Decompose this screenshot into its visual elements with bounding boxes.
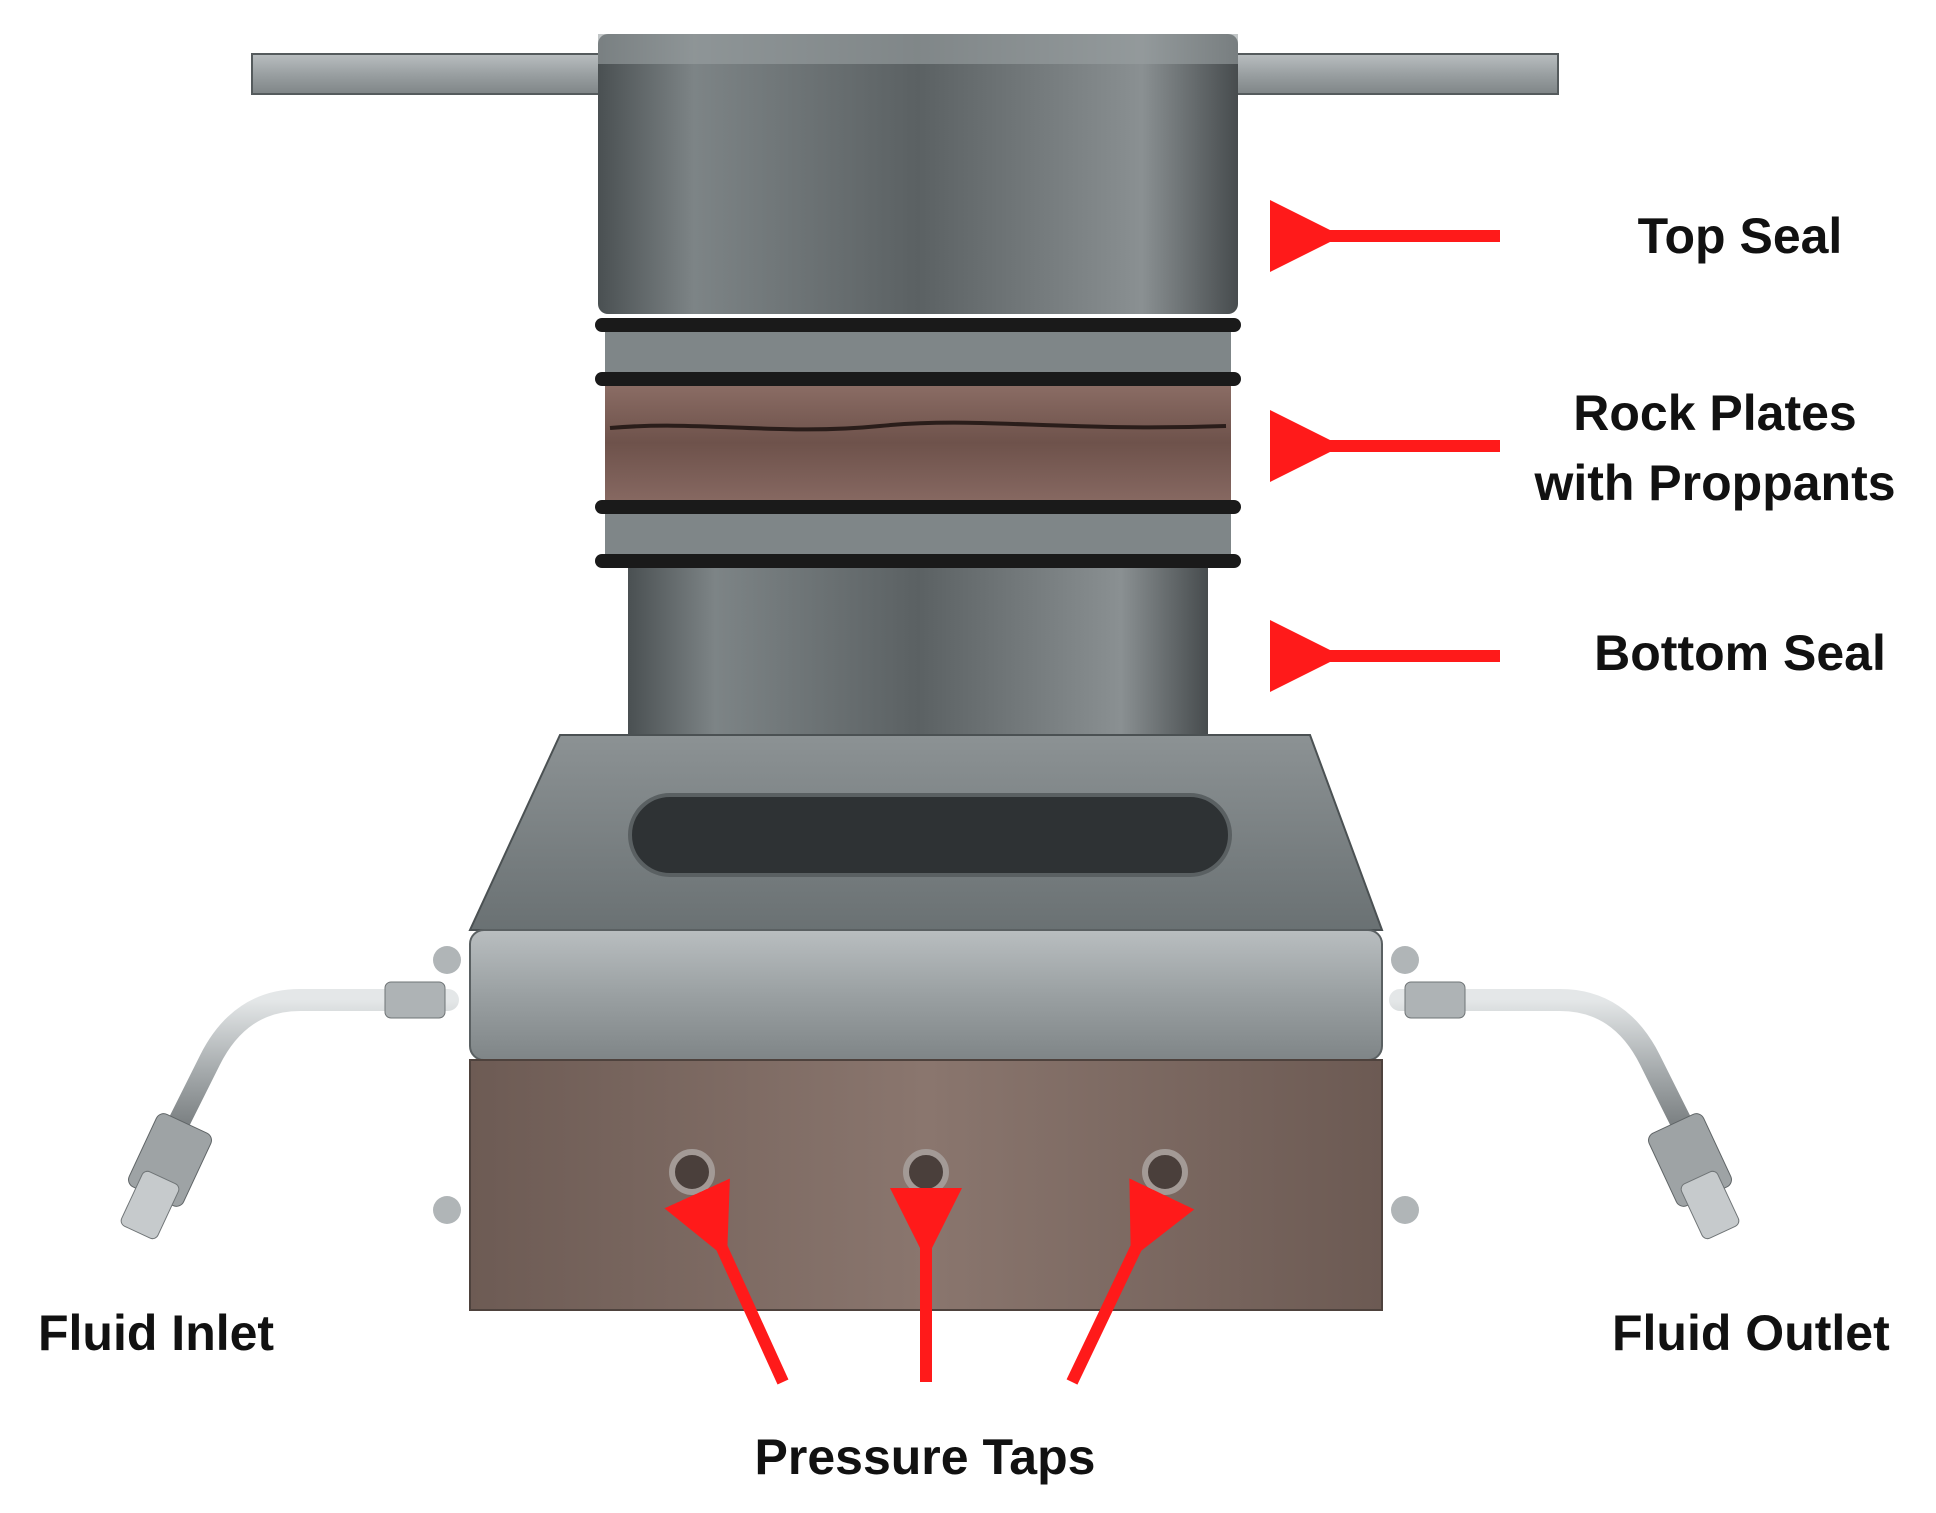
label-pressure-taps: Pressure Taps — [754, 1429, 1096, 1485]
upper-cell — [251, 34, 1559, 778]
oring-1 — [595, 318, 1241, 332]
oring-3 — [595, 500, 1241, 514]
pressure-tap-3 — [1142, 1149, 1188, 1195]
inlet-tubing — [120, 981, 459, 1240]
fracture-line — [609, 420, 1227, 432]
label-rock-plates: Rock Plates with Proppants — [1500, 378, 1930, 518]
label-fluid-outlet: Fluid Outlet — [1612, 1305, 1890, 1361]
base-block — [433, 734, 1419, 1311]
arrow-tap-3 — [1066, 1178, 1195, 1385]
base-clamp-bar — [469, 929, 1383, 1061]
label-bottom-seal: Bottom Seal — [1594, 625, 1886, 681]
label-fluid-inlet: Fluid Inlet — [38, 1305, 275, 1361]
rock-plates — [605, 386, 1231, 500]
arrow-tap-1 — [664, 1178, 789, 1385]
label-rock-plates-line1: Rock Plates — [1573, 385, 1857, 441]
label-rock-plates-line2: with Proppants — [1534, 455, 1896, 511]
slot-opening — [628, 793, 1232, 877]
pressure-tap-1 — [669, 1149, 715, 1195]
top-seal-block — [598, 34, 1238, 314]
label-top-seal: Top Seal — [1637, 208, 1843, 264]
pressure-tap-2 — [903, 1149, 949, 1195]
outlet-tubing — [1389, 981, 1740, 1240]
oring-4 — [595, 554, 1241, 568]
oring-2 — [595, 372, 1241, 386]
annotation-arrows — [664, 200, 1500, 1385]
